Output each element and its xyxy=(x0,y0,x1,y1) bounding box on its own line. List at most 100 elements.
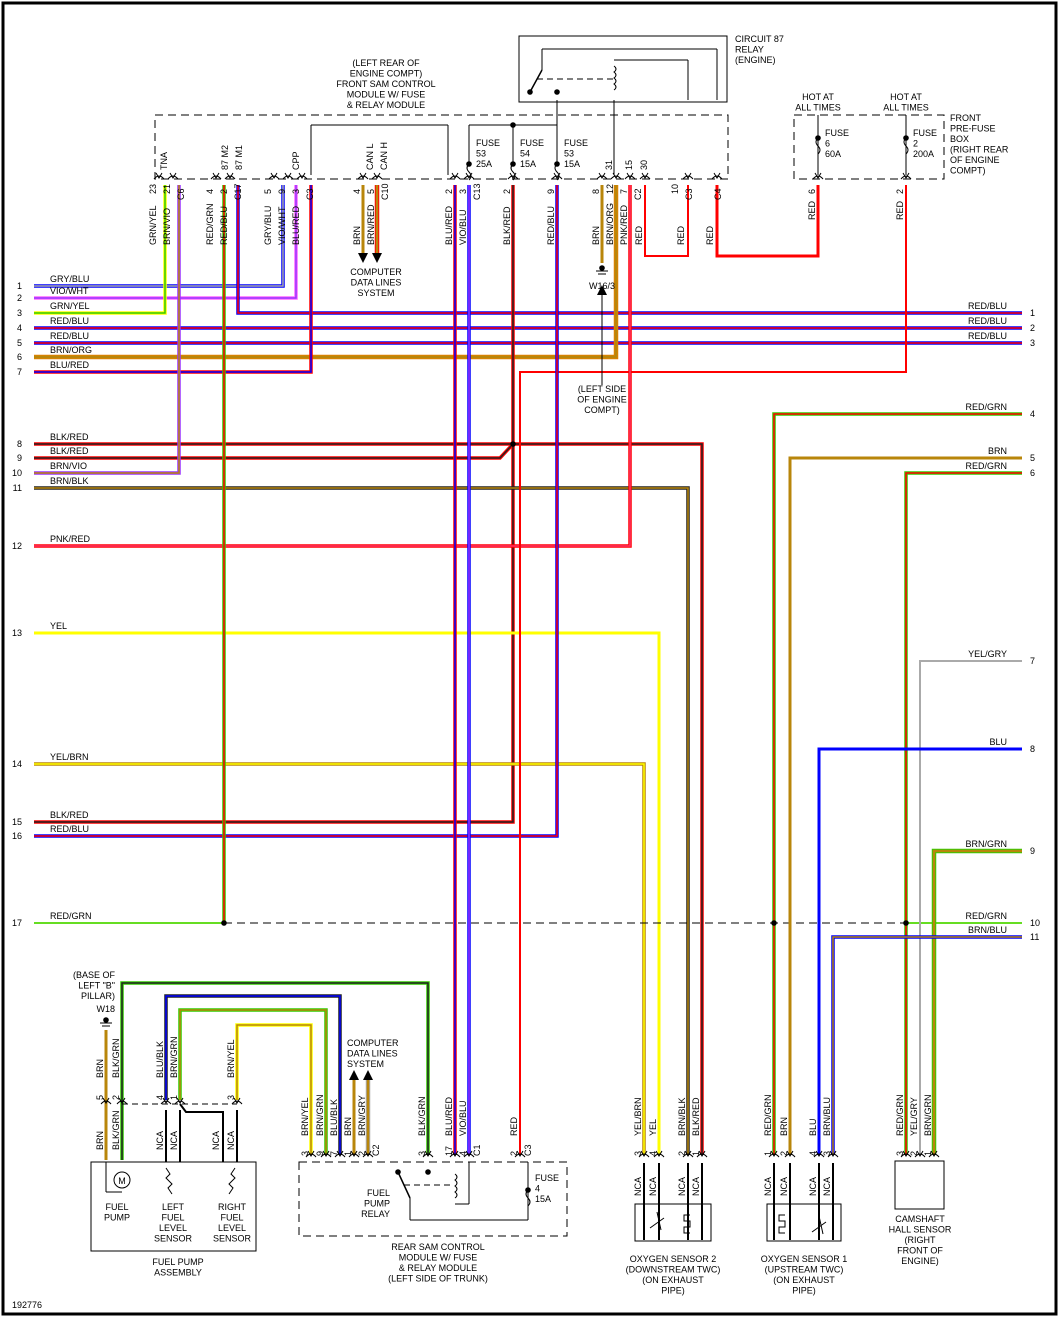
right-ref-wire-9: BRN/GRN xyxy=(965,839,1007,849)
rear-sam-wire-5: BLK/GRN xyxy=(417,1096,427,1136)
left-ref-wire-3: GRN/YEL xyxy=(50,301,90,311)
front-sam-pin-0-arrow xyxy=(155,172,163,179)
front-sam-pin-0 xyxy=(153,175,165,180)
ground-w163-note: (LEFT SIDE xyxy=(578,384,626,394)
left-ref-wire-9: BLK/RED xyxy=(50,446,89,456)
left-ref-wire-1: GRY/BLU xyxy=(50,274,89,284)
o2s2-lower-2: NCA xyxy=(677,1177,687,1196)
wire-c2-c3 xyxy=(644,185,689,257)
rear-sam-pin-3 xyxy=(348,1153,360,1158)
wires-layer xyxy=(34,185,1022,1160)
o2s1-lower-2: NCA xyxy=(808,1177,818,1196)
rear-sam-pin-5-arrow xyxy=(424,1150,432,1157)
cam-sensor-label: CAMSHAFT xyxy=(895,1214,945,1224)
o2s1-pin-2 xyxy=(813,1153,825,1158)
fuel-pump-relay-label: RELAY xyxy=(361,1209,390,1219)
hot1-label: HOT AT xyxy=(802,92,834,102)
left-ref-wire-5: RED/BLU xyxy=(50,331,89,341)
left-ref-num-1: 1 xyxy=(17,281,22,291)
o2s2-label: PIPE) xyxy=(661,1286,685,1296)
rear-sam-pin-1-arrow xyxy=(322,1150,330,1157)
left-ref-wire-8: BLK/RED xyxy=(50,432,89,442)
front-sam-wire-label-4: GRY/BLU xyxy=(263,206,273,245)
o2s2-wire-2: BRN/BLK xyxy=(677,1097,687,1136)
front-sam-wire-label-15: PNK/RED xyxy=(619,204,629,245)
o2s1-wire-3: BRN/BLU xyxy=(822,1097,832,1136)
right-sensor-label: FUEL xyxy=(220,1213,243,1223)
fuse2-label: 200A xyxy=(913,149,934,159)
front-sam-pin-2 xyxy=(210,175,222,180)
o2s1-pin-1 xyxy=(784,1153,796,1158)
front-sam-pin-6-arrow xyxy=(298,172,306,179)
wire-prefuse-6 xyxy=(715,185,820,258)
splice-blkred xyxy=(510,441,516,447)
front-sam-pin-14-arrow xyxy=(612,172,620,179)
left-sensor-label: LEVEL xyxy=(159,1223,187,1233)
conn-31: 31 xyxy=(604,160,614,170)
wire-fp-blublk-stripe xyxy=(164,994,342,1155)
o2s2-label: OXYGEN SENSOR 2 xyxy=(630,1254,717,1264)
front-sam-pin-12 xyxy=(551,175,563,180)
front-sam-label: ENGINE COMPT) xyxy=(350,69,423,79)
wire-r9 xyxy=(932,849,1022,1155)
wire-r4 xyxy=(773,413,1022,1155)
o2s2-pin-0 xyxy=(638,1153,650,1158)
front-sam-pin-10 xyxy=(463,175,475,180)
fuse2-label: FUSE xyxy=(913,128,937,138)
rear-sam-pin-4-arrow xyxy=(364,1150,372,1157)
o2s2-sensor-icon xyxy=(649,1211,665,1231)
front-sam-wire-label-8: BRN/RED xyxy=(366,204,376,245)
front-sam-pin-1-arrow xyxy=(169,172,177,179)
front-sam-pin-9 xyxy=(449,175,461,180)
front-sam-pin-4 xyxy=(268,175,280,180)
right-ref-wire-5: BRN xyxy=(988,446,1007,456)
fuse54-label: FUSE xyxy=(520,138,544,148)
front-sam-conn-id-15: C2 xyxy=(633,188,643,200)
wire-prefuse-2 xyxy=(519,185,907,437)
front-sam-conn-id-1: C6 xyxy=(176,188,186,200)
wire-r11 xyxy=(832,936,1022,1155)
wire-l6-stripe xyxy=(34,185,619,360)
front-sam-pin-9-arrow xyxy=(451,172,459,179)
rear-sam-pin-num-1: 9 xyxy=(315,1151,325,1156)
fuel-pump-pin-0 xyxy=(100,1100,112,1105)
right-ref-num-5: 5 xyxy=(1030,453,1035,463)
front-sam-pin-num-13: 8 xyxy=(591,189,601,194)
front-sam-pin-13 xyxy=(596,175,608,180)
front-sam-pin-17 xyxy=(682,175,694,180)
front-sam-wire-label-7: BRN xyxy=(352,226,362,245)
left-ref-wire-11: BRN/BLK xyxy=(50,476,89,486)
fp-lower-nca2: NCA xyxy=(169,1131,179,1150)
front-sam-pin-17-arrow xyxy=(684,172,692,179)
ground-w18-note: (BASE OF xyxy=(73,970,116,980)
right-ref-wire-4: RED/GRN xyxy=(965,402,1007,412)
front-sam-conn-id-16: C3 xyxy=(684,188,694,200)
fuse-53a-icon xyxy=(466,163,472,181)
conn-87m2: 87 M2 xyxy=(220,145,230,170)
right-ref-num-7: 7 xyxy=(1030,656,1035,666)
fp-lower-brn: BRN xyxy=(95,1131,105,1150)
right-sensor-icon xyxy=(228,1167,236,1195)
hot2-label: HOT AT xyxy=(890,92,922,102)
left-sensor-label: SENSOR xyxy=(154,1234,193,1244)
right-ref-num-4: 4 xyxy=(1030,409,1035,419)
hot1-label: ALL TIMES xyxy=(795,103,841,113)
wire-l1-stripe xyxy=(34,185,285,288)
fuse4-label: FUSE xyxy=(535,1173,559,1183)
fuel-pump-pin-1-arrow xyxy=(118,1097,126,1104)
right-ref-num-3: 3 xyxy=(1030,338,1035,348)
front-sam-pin-6 xyxy=(296,175,308,180)
fuse53b-label: 15A xyxy=(564,159,580,169)
right-ref-wire-6: RED/GRN xyxy=(965,461,1007,471)
cam-wire-2: BRN/GRN xyxy=(923,1094,933,1136)
hot2-label: ALL TIMES xyxy=(883,103,929,113)
front-sam-pin-num-2: 4 xyxy=(205,189,215,194)
can-l-arrow-icon xyxy=(358,253,368,263)
o2s2-label: (ON EXHAUST xyxy=(642,1275,704,1285)
fp-lower-nca1: NCA xyxy=(155,1131,165,1150)
cdl-bottom-label: SYSTEM xyxy=(347,1059,384,1069)
prefuse-pin-6 xyxy=(812,175,824,180)
o2s2-pin-0-arrow xyxy=(640,1150,648,1157)
left-ref-num-7: 7 xyxy=(17,367,22,377)
front-sam-pin-num-4: 5 xyxy=(263,189,273,194)
